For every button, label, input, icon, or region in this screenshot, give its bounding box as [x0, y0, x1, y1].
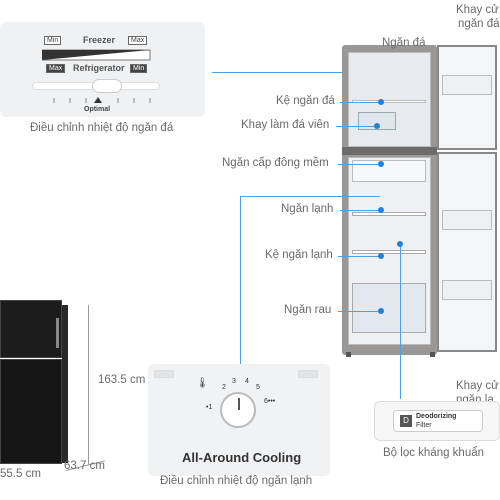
width-dimension: 55.5 cm [0, 468, 41, 480]
min-top-tag: Min [44, 36, 62, 45]
max-bottom-tag: Max [46, 64, 66, 73]
closed-fridge-handle [56, 318, 59, 348]
refrigerator-label: Refrigerator [73, 63, 125, 73]
height-dimension-line [88, 305, 89, 465]
line-ke-ngan-lanh [338, 256, 380, 257]
slider-ticks [53, 97, 151, 103]
fridge-door-bin-1 [442, 210, 492, 230]
label-ke-ngan-da: Kệ ngăn đá [276, 95, 335, 107]
fridge-door-bin-2 [442, 280, 492, 300]
label-ke-ngan-lanh: Kệ ngăn lạnh [265, 249, 333, 261]
line-khay-lam-da [336, 126, 376, 127]
all-around-cooling-logo: All-Around Cooling [182, 450, 302, 465]
closed-fridge-side [62, 305, 68, 463]
dial-left-mark: •1 [206, 404, 213, 411]
min-bottom-tag: Min [130, 64, 148, 73]
fridge-door [437, 152, 497, 352]
deodorizing-filter: D Deodorizing Filter [374, 401, 500, 441]
panel-connector-line [212, 72, 372, 73]
freezer-shelf [352, 100, 426, 103]
line-ngan-cap-dong [338, 164, 380, 165]
label-khay-top-1: Khay cử [456, 4, 499, 16]
freezer-door [437, 45, 497, 150]
line-ke-ngan-da [340, 102, 380, 103]
line-filter-connector-v [400, 244, 401, 399]
dot-khay-lam-da [374, 123, 380, 129]
dial-num-2: 2 [222, 384, 226, 391]
fridge-foot-right [430, 352, 435, 357]
dot-ke-ngan-da [378, 99, 384, 105]
closed-fridge-bottom-door [0, 359, 62, 464]
filter-caption: Bộ lọc kháng khuẩn [383, 447, 485, 459]
dot-ngan-cap-dong [378, 161, 384, 167]
line-ngan-lanh [340, 210, 380, 211]
freezer-control-panel: Min Freezer Max Max Refrigerator Min Opt… [0, 22, 205, 117]
dial-num-3: 3 [232, 378, 236, 385]
temperature-dial-knob[interactable] [220, 392, 256, 428]
filter-badge: D Deodorizing Filter [393, 410, 483, 432]
filter-icon: D [400, 415, 412, 427]
slider-knob[interactable] [92, 79, 122, 93]
label-ngan-lanh: Ngăn lạnh [281, 203, 334, 215]
optimal-label: Optimal [84, 106, 111, 113]
soft-freeze-drawer [352, 160, 426, 182]
label-khay-lam-da: Khay làm đá viên [241, 119, 330, 131]
height-dimension: 163.5 cm [98, 374, 146, 386]
dial-num-4: 4 [245, 378, 249, 385]
freezer-label: Freezer [83, 35, 116, 45]
dot-filter [397, 241, 403, 247]
temperature-wedge-bar [42, 49, 151, 61]
fridge-foot-left [346, 352, 351, 357]
dial-caption: Điều chỉnh nhiệt độ ngăn lạnh [160, 475, 313, 487]
fridge-shelf-1 [352, 212, 426, 216]
label-khay-bottom-1: Khay cử [456, 380, 499, 392]
dot-ngan-lanh [378, 207, 384, 213]
freezer-control-caption: Điều chỉnh nhiệt độ ngăn đá [30, 122, 174, 134]
dial-vent-left [154, 370, 174, 378]
freezer-interior [348, 52, 431, 147]
line-dial-connector-h [240, 196, 380, 197]
thermometer-icon: 🌡 [196, 378, 209, 389]
dial-pointer [238, 398, 240, 410]
line-ngan-rau [338, 311, 380, 312]
depth-dimension: 63.7 cm [64, 460, 105, 472]
filter-text-1: Deodorizing [416, 413, 457, 420]
dot-ke-ngan-lanh [378, 253, 384, 259]
fridge-shelf-2 [352, 250, 426, 254]
label-khay-top-2: ngăn đá [458, 18, 500, 30]
label-ngan-rau: Ngăn rau [284, 304, 332, 316]
dot-ngan-rau [378, 308, 384, 314]
fridge-separator [342, 147, 437, 155]
dial-right-mark: 6••• [264, 398, 276, 405]
dial-vent-right [298, 370, 318, 378]
filter-text-2: Filter [416, 422, 432, 429]
ice-tray [358, 112, 396, 130]
dial-num-5: 5 [256, 384, 260, 391]
freezer-door-bin [442, 75, 492, 95]
fridge-dial-panel: 🌡 2 3 4 5 •1 6••• All-Around Cooling [148, 364, 330, 476]
closed-fridge-top-door [0, 300, 62, 358]
label-ngan-cap-dong: Ngăn cấp đông mềm [222, 157, 329, 169]
vegetable-drawer [352, 283, 426, 333]
label-ngan-da: Ngăn đá [382, 37, 426, 49]
line-dial-connector-v [240, 196, 241, 364]
max-top-tag: Max [128, 36, 148, 45]
